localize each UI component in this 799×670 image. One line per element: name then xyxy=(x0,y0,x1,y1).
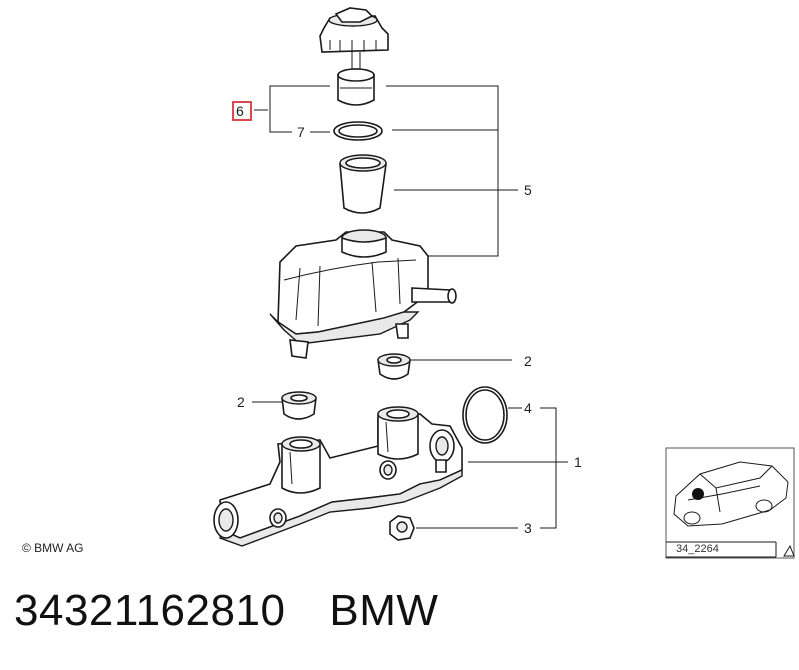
grommet-right xyxy=(377,353,411,380)
thumbnail-code: 34_2264 xyxy=(676,543,719,555)
part-caption: 34321162810 BMW xyxy=(14,586,482,636)
brand-name: BMW xyxy=(329,586,439,635)
callout-6-highlight xyxy=(232,101,252,121)
hex-nut-part xyxy=(389,515,415,541)
filter-insert-part xyxy=(337,68,375,106)
master-cylinder-body xyxy=(213,406,463,547)
copyright-notice: © BMW AG xyxy=(22,541,84,555)
callout-leaders xyxy=(252,85,568,529)
callout-2-left: 2 xyxy=(237,394,245,410)
vehicle-location-thumbnail xyxy=(665,447,795,559)
callout-4: 4 xyxy=(524,400,532,416)
grommet-left xyxy=(281,391,317,420)
fluid-reservoir xyxy=(269,229,457,359)
callout-6: 6 xyxy=(236,103,244,119)
reservoir-cap xyxy=(319,7,389,70)
location-marker xyxy=(692,488,704,500)
strainer-cylinder-part xyxy=(339,154,387,214)
o-ring-part xyxy=(462,386,508,444)
callout-1: 1 xyxy=(574,454,582,470)
callout-7: 7 xyxy=(297,124,305,140)
callout-5: 5 xyxy=(524,182,532,198)
sealing-ring-part xyxy=(333,121,383,141)
callout-3: 3 xyxy=(524,520,532,536)
callout-2-right: 2 xyxy=(524,353,532,369)
part-number: 34321162810 xyxy=(14,586,286,635)
